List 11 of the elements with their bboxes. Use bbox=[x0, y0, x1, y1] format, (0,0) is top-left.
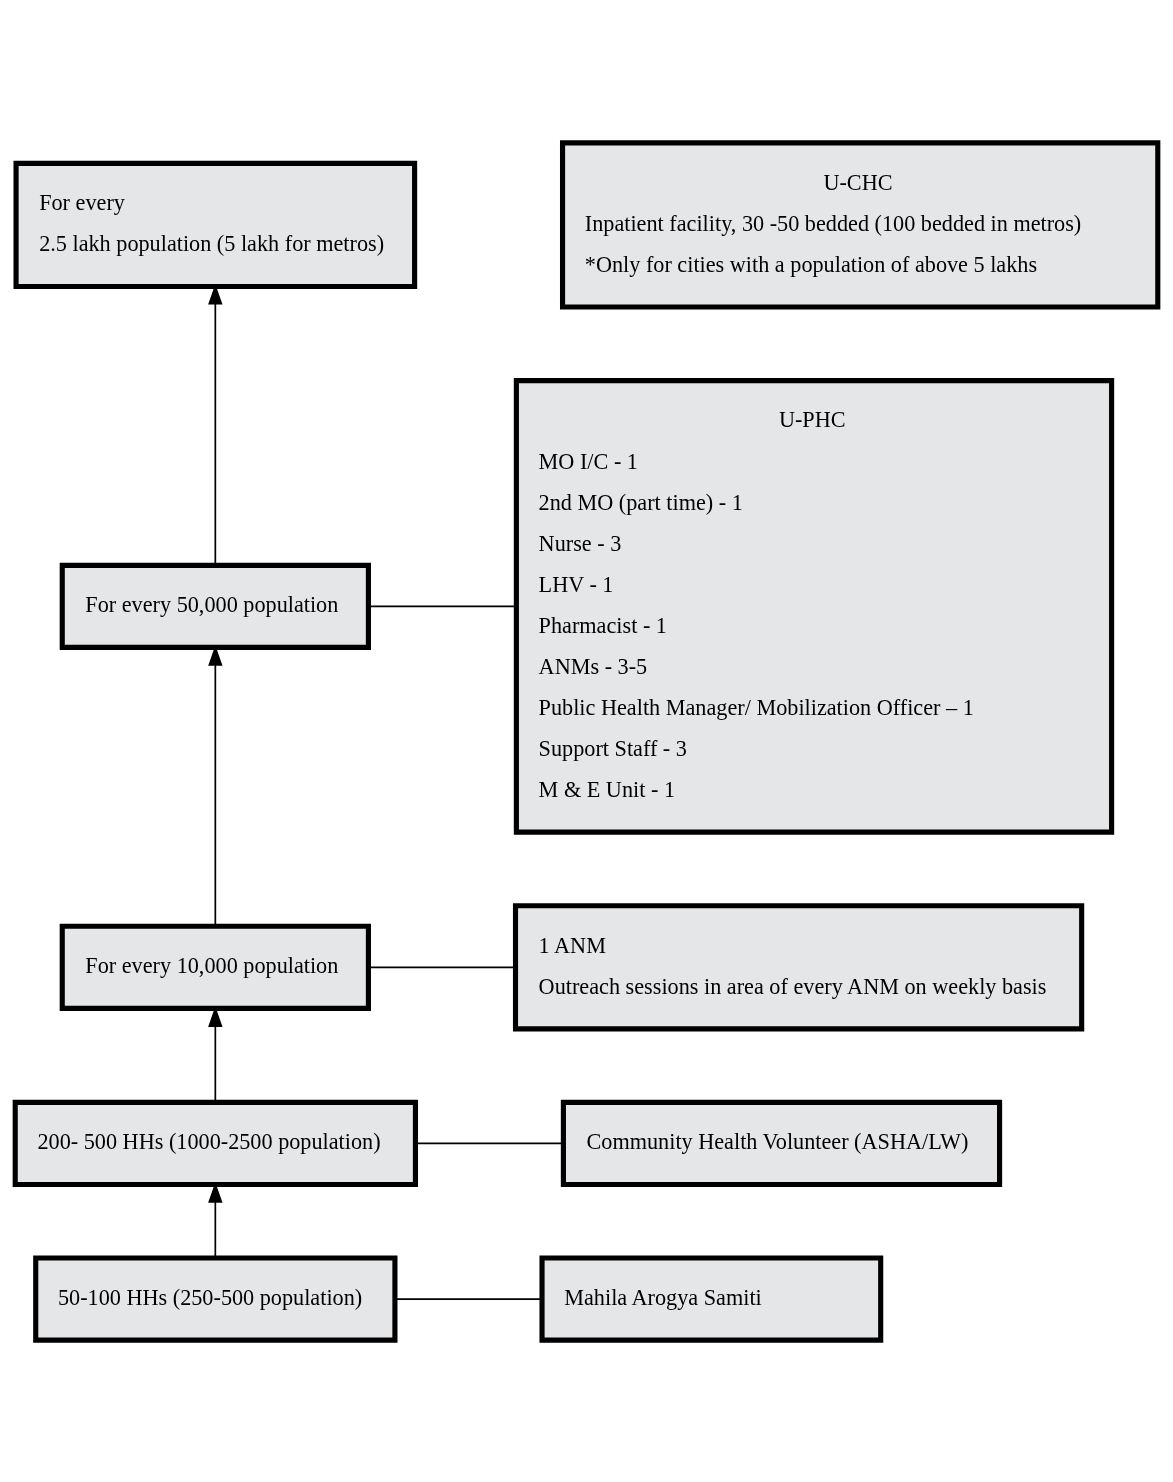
node-box: 50-100 HHs (250-500 population) bbox=[33, 1255, 398, 1343]
node-box: For every 10,000 population bbox=[59, 923, 371, 1011]
node-box: Community Health Volunteer (ASHA/LW) bbox=[560, 1099, 1003, 1187]
node-box: 200- 500 HHs (1000-2500 population) bbox=[12, 1099, 418, 1187]
node-box: 1 ANM Outreach sessions in area of every ANM on weekly basis bbox=[512, 902, 1085, 1031]
connector bbox=[394, 1297, 543, 1300]
node-box: U-PHC MO I/C - 1 2nd MO (part time) - 1 Nurse - 3 LHV - 1 Pharmacist - 1 ANMs - 3-5 Public Health Manager/ Mobilization Officer – 1 Support Staff - 3 M & E Unit - 1 bbox=[513, 377, 1115, 835]
node-box: U-CHC Inpatient facility, 30 -50 bedded (100 bedded in metros) *Only for cities with a population of above 5 lakhs bbox=[560, 139, 1161, 310]
node-box: For every 2.5 lakh population (5 lakh for metros) bbox=[13, 160, 418, 289]
node-box: Mahila Arogya Samiti bbox=[539, 1255, 884, 1343]
node-box: For every 50,000 population bbox=[59, 562, 371, 650]
